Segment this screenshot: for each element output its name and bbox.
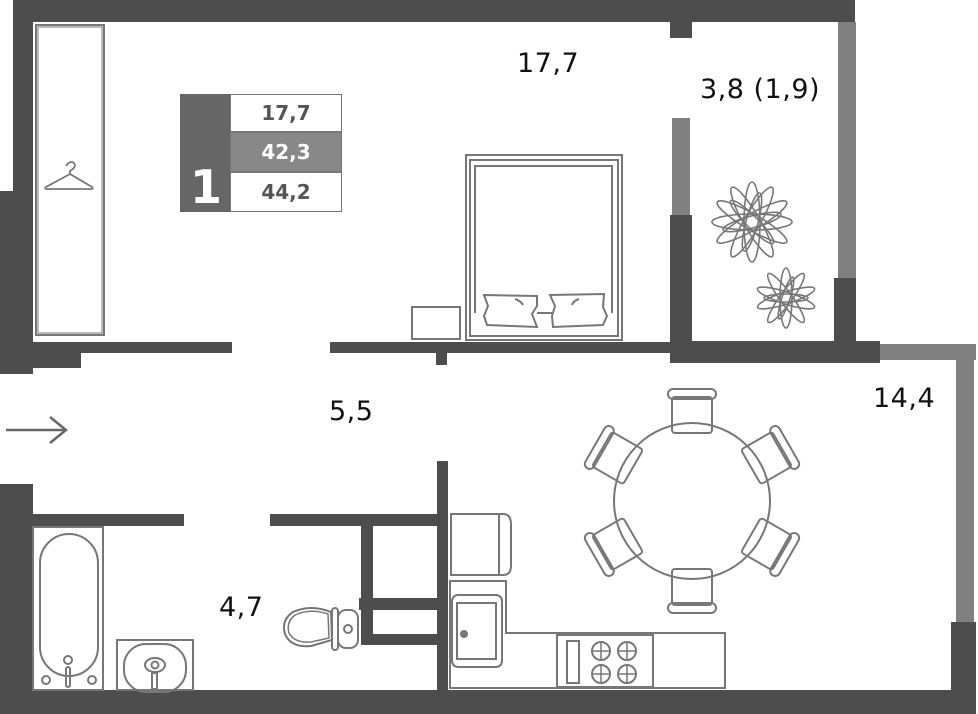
round-table-icon (613, 422, 771, 580)
chair-icon (583, 388, 801, 614)
wall-bedroom-bottom-left-thick (33, 342, 81, 368)
window-kitchen-top (880, 344, 976, 360)
wall-bottom (0, 690, 976, 714)
wall-balcony-right-lower (834, 278, 856, 344)
bathtub-icon (32, 526, 104, 691)
wall-kitchen-left (437, 461, 448, 714)
area-legend: 1 17,7 42,3 44,2 (180, 94, 343, 212)
wall-bathroom-top-left (30, 514, 184, 526)
wall-balcony-left (670, 215, 692, 363)
wall-shaft-left (361, 514, 373, 644)
wall-bedroom-bottom-stub (436, 353, 447, 365)
room-label-hallway: 5,5 (329, 396, 374, 427)
wall-kitchen-right-lower (951, 622, 976, 714)
wall-shaft-mid (359, 598, 439, 610)
wall-left-pier (0, 191, 33, 374)
rooms-count: 1 (190, 160, 223, 214)
hanger-icon (44, 161, 94, 190)
window-kitchen-right (956, 344, 974, 622)
plant-icon (711, 181, 816, 329)
wall-balcony-bottom (674, 341, 880, 363)
wardrobe (35, 24, 105, 336)
area-no-balcony-value: 42,3 (230, 132, 342, 172)
room-label-kitchen: 14,4 (873, 383, 936, 414)
wall-top (13, 0, 855, 22)
stove-icon (556, 634, 654, 688)
washbasin-icon (116, 639, 194, 693)
arrow-right-icon (6, 416, 68, 444)
wall-shaft-bottom (361, 634, 439, 645)
toilet-icon (283, 607, 359, 651)
living-area-value: 17,7 (230, 94, 342, 132)
total-area-value: 44,2 (230, 172, 342, 212)
nightstand-icon (411, 306, 461, 340)
rooms-count-block: 1 (180, 94, 230, 212)
room-label-balcony: 3,8 (1,9) (700, 74, 821, 105)
window-balcony-left (672, 118, 690, 215)
wall-bathroom-left (0, 484, 33, 714)
wall-top-stub (670, 22, 692, 38)
wall-bathroom-top-right (270, 514, 448, 526)
room-label-bedroom: 17,7 (517, 48, 580, 79)
kitchen-counter (449, 580, 726, 689)
window-balcony-right (838, 22, 856, 278)
wall-bedroom-bottom-right (330, 342, 680, 353)
fridge-icon (450, 513, 512, 576)
room-label-bathroom: 4,7 (219, 592, 264, 623)
wall-bedroom-bottom-left (33, 342, 232, 353)
double-bed-icon (465, 154, 623, 341)
kitchen-sink-icon (451, 594, 503, 668)
